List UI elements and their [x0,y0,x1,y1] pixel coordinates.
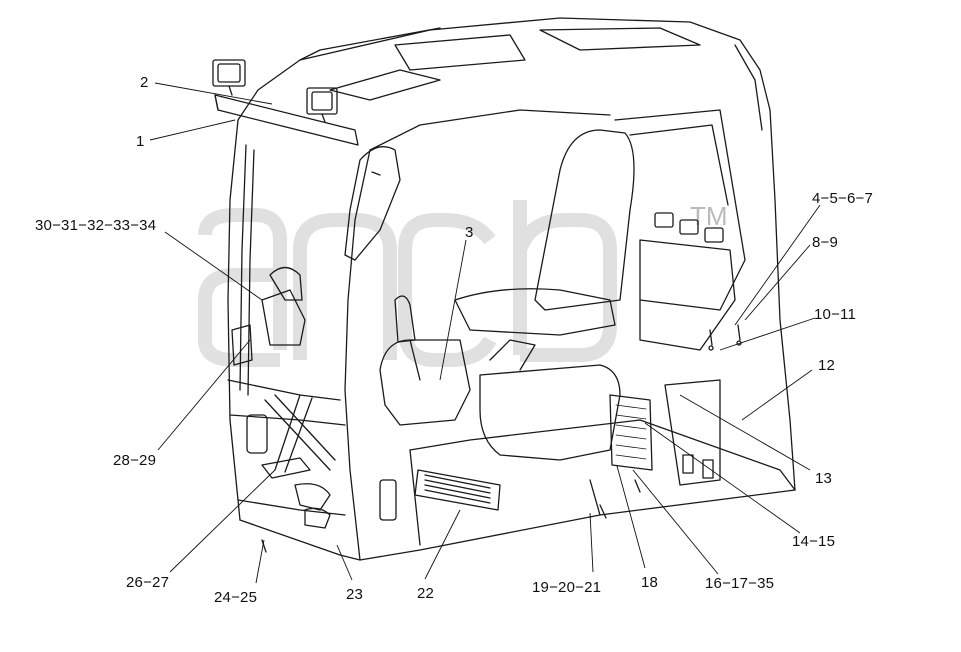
callout-26-27: 26−27 [126,574,170,591]
operator-seat [454,129,635,461]
callout-23: 23 [346,586,364,603]
light-bar [214,94,359,146]
door-latch [231,266,306,366]
callout-1: 1 [136,133,145,150]
callout-19-21: 19−20−21 [532,579,602,596]
leader-lines [149,82,821,584]
rear-window [614,109,746,311]
pillar-handle [344,146,401,261]
callout-14-15: 14−15 [792,533,836,550]
callout-12: 12 [818,357,836,374]
callout-4-7: 4−5−6−7 [812,190,874,207]
brace-bars [264,394,336,473]
floor-base [409,379,796,546]
callout-30-34: 30−31−32−33−34 [35,217,157,234]
callout-13: 13 [815,470,833,487]
right-console [639,212,736,351]
callout-16-17-35: 16−17−35 [705,575,775,592]
callout-8-9: 8−9 [812,234,839,251]
door-frame [227,379,397,521]
perforated-panel [609,394,653,471]
watermark-tm: TM [690,201,728,231]
callout-18: 18 [641,574,659,591]
watermark-logo [198,200,617,367]
callout-10-11: 10−11 [814,306,857,323]
left-console [379,295,471,426]
callout-24-25: 24−25 [214,589,258,606]
bolts [261,324,742,553]
callout-28-29: 28−29 [113,452,157,469]
callout-22: 22 [417,585,435,602]
step-grille [414,469,501,511]
callout-2: 2 [140,74,149,91]
callout-3: 3 [465,224,474,241]
cab-shell [227,17,796,561]
work-lamp-right [306,87,338,123]
pedals [261,457,331,529]
work-lamp-left [212,59,246,96]
